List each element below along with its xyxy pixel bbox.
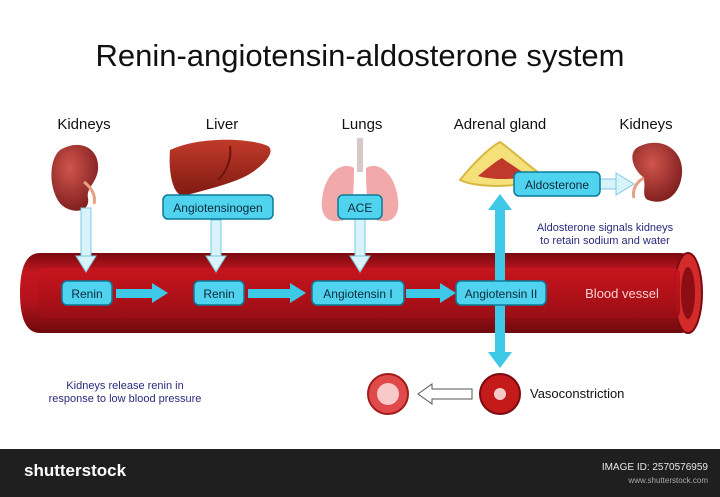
label-kidneys-left: Kidneys	[57, 116, 111, 133]
blood-vessel-label: Blood vessel	[585, 286, 659, 301]
normal-vessel-icon	[367, 373, 409, 415]
image-id: IMAGE ID: 2570576959	[601, 462, 708, 473]
aldosterone-note-line-2: to retain sodium and water	[540, 235, 670, 247]
page-title: Renin-angiotensin-aldosterone system	[95, 38, 625, 73]
aldosterone-note: Aldosterone signals kidneys to retain so…	[520, 222, 690, 248]
svg-text:Angiotensinogen: Angiotensinogen	[173, 201, 262, 215]
label-adrenal-gland: Adrenal gland	[453, 116, 547, 133]
box-angiotensin-ii: Angiotensin II	[455, 280, 547, 306]
constricted-vessel-icon	[479, 373, 521, 415]
raas-diagram: Blood vessel	[20, 138, 703, 415]
box-angiotensin-i: Angiotensin I	[311, 280, 405, 306]
svg-text:Angiotensin I: Angiotensin I	[323, 287, 392, 301]
svg-text:Aldosterone: Aldosterone	[525, 178, 589, 192]
label-kidneys-right: Kidneys	[619, 116, 673, 133]
footer-bar: shutterstock IMAGE ID: 2570576959 www.sh…	[0, 449, 720, 497]
kidney-note-line-2: response to low blood pressure	[48, 393, 202, 405]
kidney-left-icon	[51, 144, 99, 211]
svg-text:Renin: Renin	[71, 287, 102, 301]
label-liver: Liver	[205, 116, 239, 133]
box-renin-2: Renin	[193, 280, 245, 306]
lungs-icon	[321, 138, 399, 222]
kidney-right-icon	[632, 142, 683, 202]
shutterstock-logo: shutterstock	[24, 461, 127, 480]
vasoconstriction-label: Vasoconstriction	[530, 386, 625, 401]
label-lungs: Lungs	[341, 116, 383, 133]
arrow-renin-to-renin	[116, 283, 168, 303]
arrow-aldosterone-to-kidney	[597, 172, 635, 196]
box-renin-1: Renin	[61, 280, 113, 306]
site-url: www.shutterstock.com	[628, 476, 708, 485]
svg-text:ACE: ACE	[348, 201, 373, 215]
kidney-note-line-1: Kidneys release renin in	[66, 380, 184, 392]
arrow-renin-to-angiotensin-i	[248, 283, 306, 303]
box-angiotensinogen: Angiotensinogen	[162, 194, 274, 220]
kidney-note: Kidneys release renin in response to low…	[30, 380, 220, 406]
arrow-angiotensin-i-to-ii	[406, 283, 456, 303]
arrow-kidney-down	[75, 207, 97, 273]
box-ace: ACE	[337, 194, 383, 220]
vasoconstriction-arrow	[417, 383, 473, 405]
svg-text:Renin: Renin	[203, 287, 234, 301]
aldosterone-note-line-1: Aldosterone signals kidneys	[536, 222, 674, 234]
arrow-liver-down	[205, 219, 227, 273]
svg-text:Angiotensin II: Angiotensin II	[465, 287, 538, 301]
box-aldosterone: Aldosterone	[513, 171, 601, 197]
liver-icon	[169, 139, 271, 196]
